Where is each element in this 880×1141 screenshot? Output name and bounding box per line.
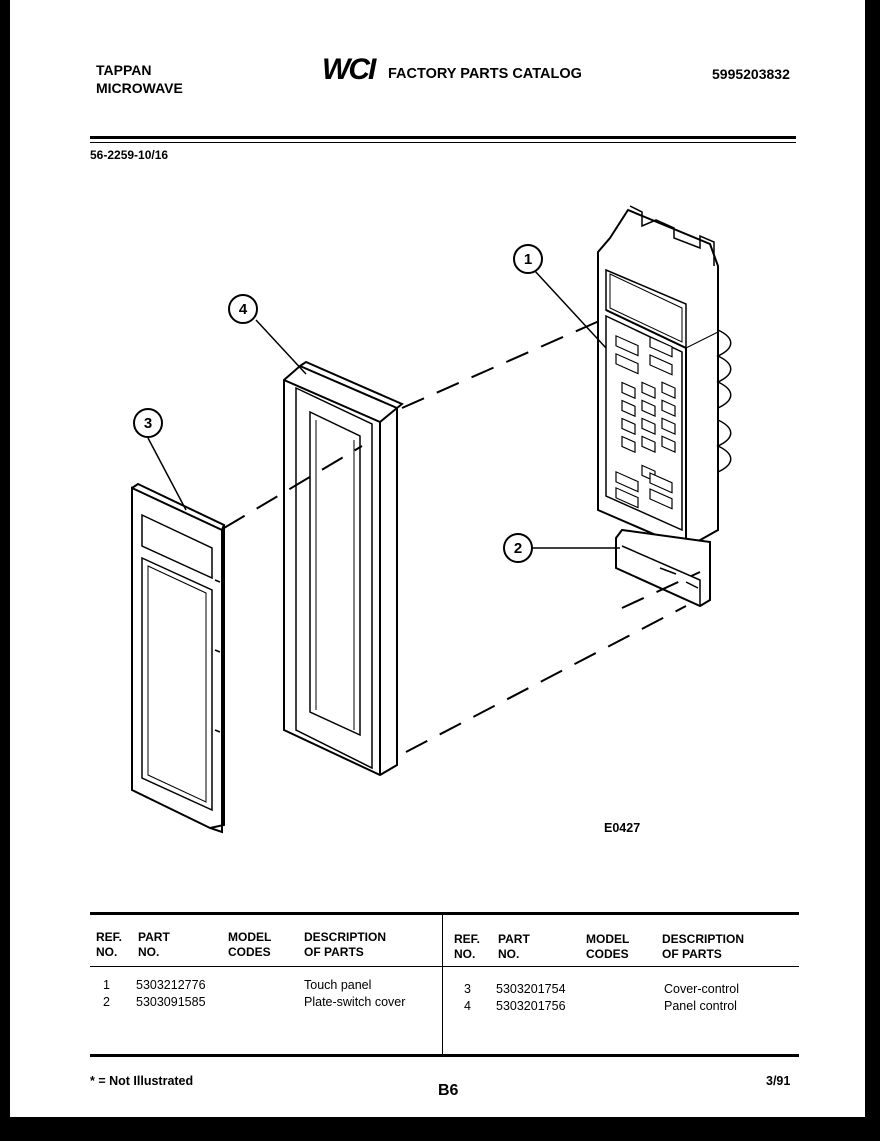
- catalog-number: 5995203832: [712, 66, 790, 82]
- header-model-line2: CODES: [228, 945, 271, 959]
- table-row-part-number: 5303201756: [496, 999, 566, 1013]
- keypad-buttons: [615, 334, 676, 510]
- keypad-button: [641, 381, 656, 400]
- callout-3: [133, 408, 163, 438]
- header-part-line2-right: NO.: [498, 947, 520, 961]
- header-part-line1-right: PART: [498, 932, 530, 946]
- header-part-line2: NO.: [138, 945, 160, 959]
- table-bottom-rule: [90, 1054, 799, 1057]
- keypad-button: [649, 354, 673, 376]
- table-row-part-number: 5303091585: [136, 995, 206, 1009]
- header-rule-thin: [90, 142, 796, 143]
- not-illustrated-note: * = Not Illustrated: [90, 1074, 194, 1088]
- keypad-button: [661, 417, 676, 435]
- keypad-button: [649, 472, 673, 494]
- table-row-ref: 4: [464, 999, 471, 1013]
- keypad-button: [621, 381, 636, 400]
- page-number: B6: [438, 1082, 459, 1099]
- model-number: 56-2259-10/16: [90, 148, 169, 162]
- plate-switch-cover-part: [615, 528, 711, 608]
- callout-1-label: 1: [524, 251, 532, 268]
- header-ref-line1: REF.: [96, 930, 123, 944]
- header-desc-line2: OF PARTS: [304, 945, 364, 959]
- table-row-description: Touch panel: [304, 978, 372, 992]
- callout-3-label: 3: [144, 415, 152, 432]
- table-row-description: Plate-switch cover: [304, 995, 406, 1009]
- callout-4-label: 4: [239, 301, 248, 318]
- table-row-description: Cover-control: [664, 982, 740, 996]
- keypad-button: [621, 435, 636, 454]
- callout-2: [503, 533, 533, 563]
- table-row-ref: 2: [103, 995, 110, 1009]
- panel-control-part: [283, 360, 404, 777]
- header-model-line1: MODEL: [228, 930, 272, 944]
- exploded-parts-diagram: 1 2 3 4 E0427: [131, 205, 732, 835]
- wci-logo: WCI: [322, 53, 376, 86]
- table-row-description: Panel control: [664, 999, 737, 1013]
- catalog-title: FACTORY PARTS CATALOG: [388, 66, 582, 82]
- cover-control-part: [131, 482, 226, 834]
- header-part-line1: PART: [138, 930, 170, 944]
- header-ref-line2: NO.: [96, 945, 118, 959]
- keypad-button: [621, 417, 636, 436]
- callout-4: [228, 294, 258, 324]
- table-center-divider: [442, 914, 443, 1054]
- touch-panel-part: [597, 205, 732, 550]
- header-ref-line1-right: REF.: [454, 932, 481, 946]
- callout-2-label: 2: [514, 540, 522, 557]
- table-row-ref: 3: [464, 982, 471, 996]
- header-model-line2-right: CODES: [586, 947, 629, 961]
- product-type: MICROWAVE: [96, 80, 183, 96]
- keypad-button: [641, 435, 656, 454]
- table-row-part-number: 5303212776: [136, 978, 206, 992]
- keypad-button: [641, 399, 656, 418]
- catalog-page: TAPPAN MICROWAVE WCI FACTORY PARTS CATAL…: [10, 0, 865, 1117]
- table-header-rule: [90, 966, 799, 967]
- brand-name: TAPPAN: [96, 62, 152, 78]
- keypad-button: [615, 486, 639, 509]
- header-desc-line2-right: OF PARTS: [662, 947, 722, 961]
- header-desc-line1-right: DESCRIPTION: [662, 932, 745, 946]
- keypad-button: [649, 488, 673, 510]
- header-model-line1-right: MODEL: [586, 932, 630, 946]
- header-desc-line1: DESCRIPTION: [304, 930, 387, 944]
- keypad-button: [661, 381, 676, 399]
- header-rule: [90, 136, 796, 139]
- keypad-button: [661, 399, 676, 417]
- revision-date: 3/91: [766, 1074, 791, 1088]
- table-top-rule: [90, 912, 799, 915]
- figure-code: E0427: [604, 821, 640, 835]
- table-row-ref: 1: [103, 978, 110, 992]
- header-ref-line2-right: NO.: [454, 947, 476, 961]
- keypad-button: [661, 435, 676, 453]
- keypad-button: [641, 417, 656, 436]
- callout-1: [513, 244, 543, 274]
- keypad-button: [649, 336, 673, 358]
- keypad-button: [615, 334, 639, 357]
- keypad-button: [615, 352, 639, 375]
- keypad-button: [621, 399, 636, 418]
- keypad-button: [615, 470, 639, 493]
- table-row-part-number: 5303201754: [496, 982, 566, 996]
